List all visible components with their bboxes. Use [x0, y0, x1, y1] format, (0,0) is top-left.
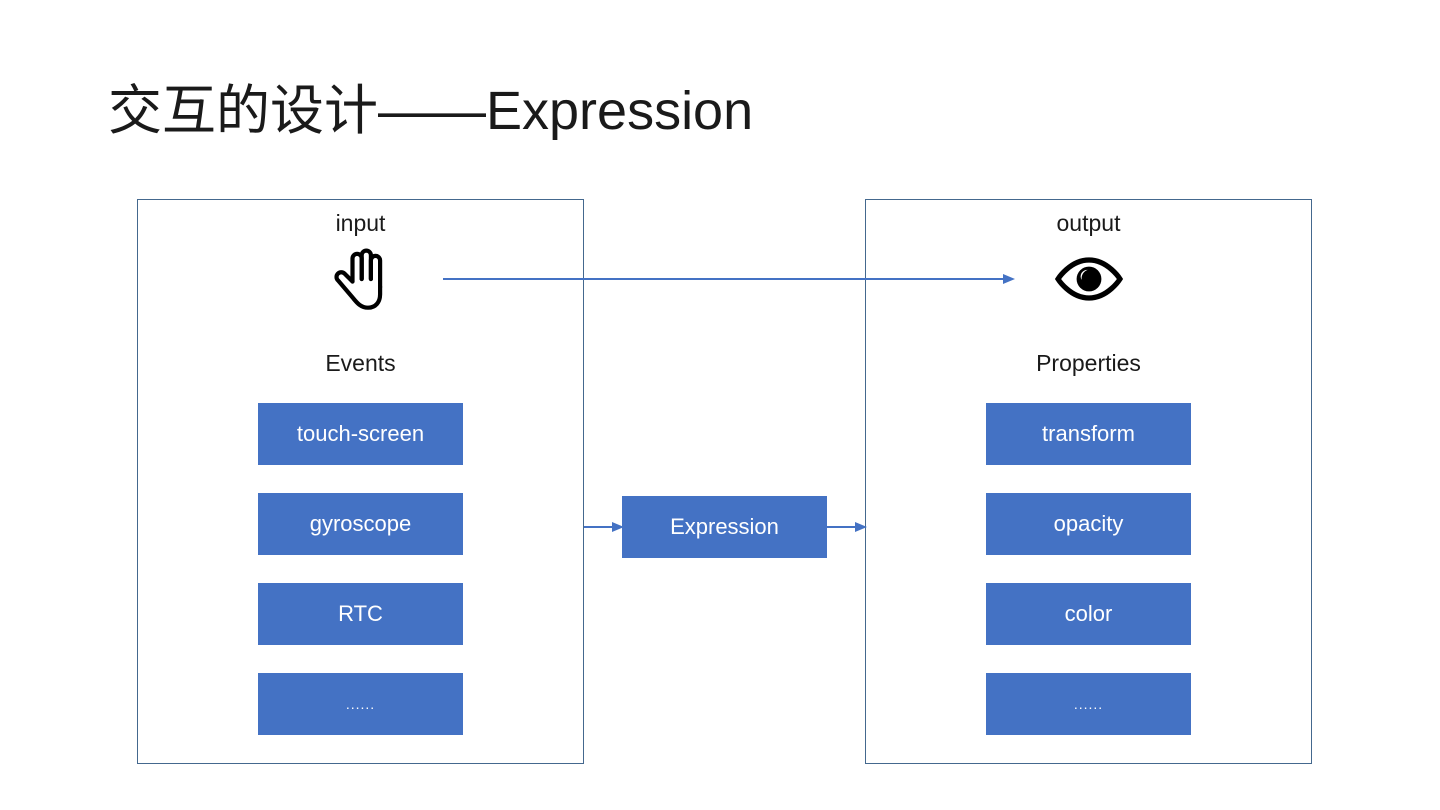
property-item-more[interactable]: ...... — [986, 673, 1191, 735]
page-title: 交互的设计——Expression — [108, 81, 754, 141]
eye-icon — [866, 244, 1311, 314]
expression-box[interactable]: Expression — [622, 496, 827, 558]
input-panel-caption: input — [335, 210, 386, 236]
property-item-opacity[interactable]: opacity — [986, 493, 1191, 555]
input-panel: input Events touch-screen gyroscope RTC … — [137, 199, 584, 764]
event-item-gyroscope[interactable]: gyroscope — [258, 493, 463, 555]
hand-icon — [138, 244, 583, 314]
hand-to-eye-arrow — [443, 272, 1015, 286]
events-to-expression-arrow — [584, 520, 624, 534]
output-panel: output Properties transform opacity colo… — [865, 199, 1312, 764]
event-item-more[interactable]: ...... — [258, 673, 463, 735]
property-item-color[interactable]: color — [986, 583, 1191, 645]
event-item-touch-screen[interactable]: touch-screen — [258, 403, 463, 465]
expression-to-properties-arrow — [827, 520, 867, 534]
event-item-rtc[interactable]: RTC — [258, 583, 463, 645]
output-panel-caption: output — [1056, 210, 1121, 236]
events-label: Events — [325, 350, 396, 376]
properties-label: Properties — [1036, 350, 1141, 376]
events-list: touch-screen gyroscope RTC ...... — [138, 403, 583, 735]
property-item-transform[interactable]: transform — [986, 403, 1191, 465]
properties-list: transform opacity color ...... — [866, 403, 1311, 735]
